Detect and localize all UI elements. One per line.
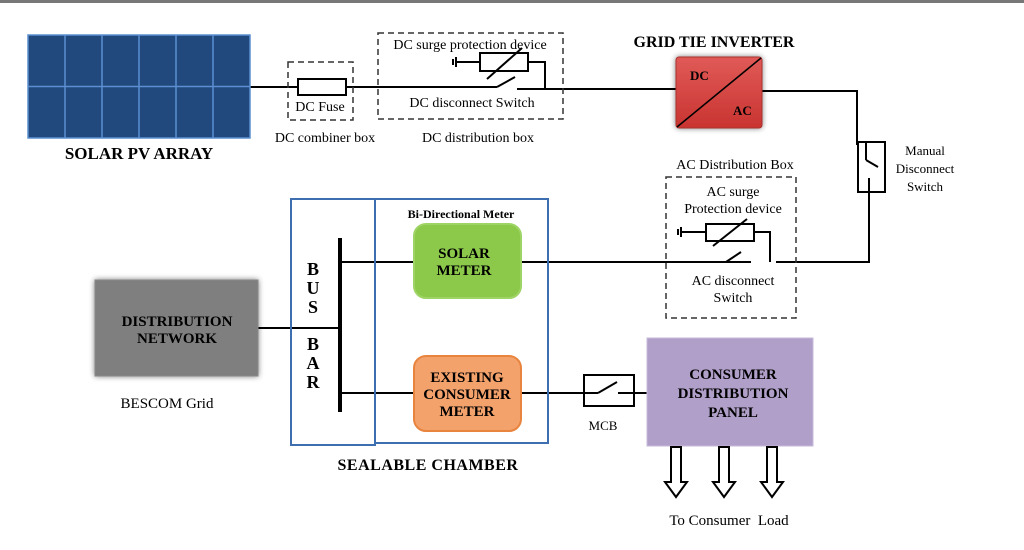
manual-switch-box [857,141,886,193]
manual-switch-icon [865,142,879,192]
load-arrows [663,446,785,499]
solar-meter-line-2: METER [436,263,491,279]
dc-combiner-caption: DC combiner box [275,131,375,146]
mcb[interactable]: MCB [583,374,635,433]
ac-distribution-box[interactable]: AC Distribution Box AC surge Protection … [640,158,797,319]
consumer-load-caption: To Consumer Load [669,513,789,529]
dc-combiner-outline [287,61,354,121]
consumer-panel-line-2: DISTRIBUTION [678,386,789,402]
meter-compartment [374,198,549,444]
manual-disconnect-switch[interactable]: Manual Disconnect Switch [857,141,955,194]
solar-panel-grid [28,35,250,138]
mcb-box [583,374,635,407]
dc-combiner-box[interactable]: DC Fuse DC combiner box [275,61,375,146]
existing-consumer-meter[interactable]: EXISTING CONSUMER METER [413,355,522,432]
inverter-title: GRID TIE INVERTER [634,34,795,51]
down-arrow-icon [759,446,785,499]
ac-disconnect-line-1: AC disconnect [692,274,775,289]
distribution-network[interactable]: DISTRIBUTION NETWORK BESCOM Grid [94,279,259,412]
distribution-network-line-2: NETWORK [137,331,217,347]
solar-pv-array[interactable]: SOLAR PV ARRAY [27,34,251,163]
dc-distribution-outline [377,32,564,120]
dc-disconnect-label: DC disconnect Switch [409,96,534,111]
dc-surge-label: DC surge protection device [393,38,546,53]
dc-distribution-box[interactable]: DC surge protection device DC disconnect… [377,32,564,146]
solar-meter[interactable]: SOLAR METER [413,223,522,299]
consumer-panel-box [646,337,814,447]
distribution-network-box [94,279,259,377]
inverter-dc-label: DC [690,68,709,83]
dc-distribution-caption: DC distribution box [422,131,534,146]
ac-disconnect-switch-icon [640,251,742,263]
solar-meter-box [413,223,522,299]
bidirectional-meter-label: Bi-Directional Meter [408,207,515,221]
ac-surge-line-1: AC surge [706,185,759,200]
bar-letter: A [307,353,320,373]
bus-bar-compartment [290,198,376,446]
bus-letter: B [307,259,319,279]
ac-surge-line-2: Protection device [684,202,782,217]
solar-pv-array-label: SOLAR PV ARRAY [65,144,213,163]
distribution-network-line-1: DISTRIBUTION [122,314,233,330]
consumer-panel-line-3: PANEL [708,405,758,421]
dc-surge-protection-icon [452,47,546,89]
bus-letter: U [307,278,320,298]
top-rule [0,0,1024,3]
mcb-label: MCB [589,418,618,433]
wire-manualswitch-acswitch [776,180,870,263]
ac-disconnect-line-2: Switch [714,291,753,306]
sealable-chamber-caption: SEALABLE CHAMBER [338,457,519,474]
manual-switch-line-3: Switch [907,179,944,194]
dc-fuse-label: DC Fuse [295,100,344,115]
mcb-switch-icon [584,381,634,394]
consumer-panel-line-1: CONSUMER [689,367,777,383]
consumer-meter-box [413,355,522,432]
solar-meter-line-1: SOLAR [438,246,490,262]
wire-inverter-manualswitch [762,90,858,145]
sealable-chamber[interactable]: Bi-Directional Meter B U S B A R SOLAR M… [290,198,549,474]
consumer-meter-line-3: METER [439,404,494,420]
dc-disconnect-switch-icon [496,76,516,88]
ac-distribution-caption: AC Distribution Box [676,158,793,173]
manual-switch-line-2: Disconnect [896,161,955,176]
bus-bar-label: B U S B A R [307,259,321,392]
bus-letter: S [308,297,318,317]
inverter-divider [676,57,762,128]
down-arrow-icon [663,446,689,499]
down-arrow-icon [711,446,737,499]
consumer-distribution-panel[interactable]: CONSUMER DISTRIBUTION PANEL To Consumer … [646,337,814,529]
bar-letter: B [307,334,319,354]
ac-distribution-outline [665,176,797,319]
bar-letter: R [307,372,321,392]
ac-surge-protection-icon [677,218,771,262]
consumer-meter-line-1: EXISTING [430,370,504,386]
grid-tie-inverter[interactable]: GRID TIE INVERTER DC AC [634,34,795,129]
consumer-meter-line-2: CONSUMER [423,387,511,403]
bescom-grid-caption: BESCOM Grid [121,396,214,412]
inverter-ac-label: AC [733,103,752,118]
manual-switch-line-1: Manual [905,143,945,158]
dc-fuse-icon [297,78,347,96]
